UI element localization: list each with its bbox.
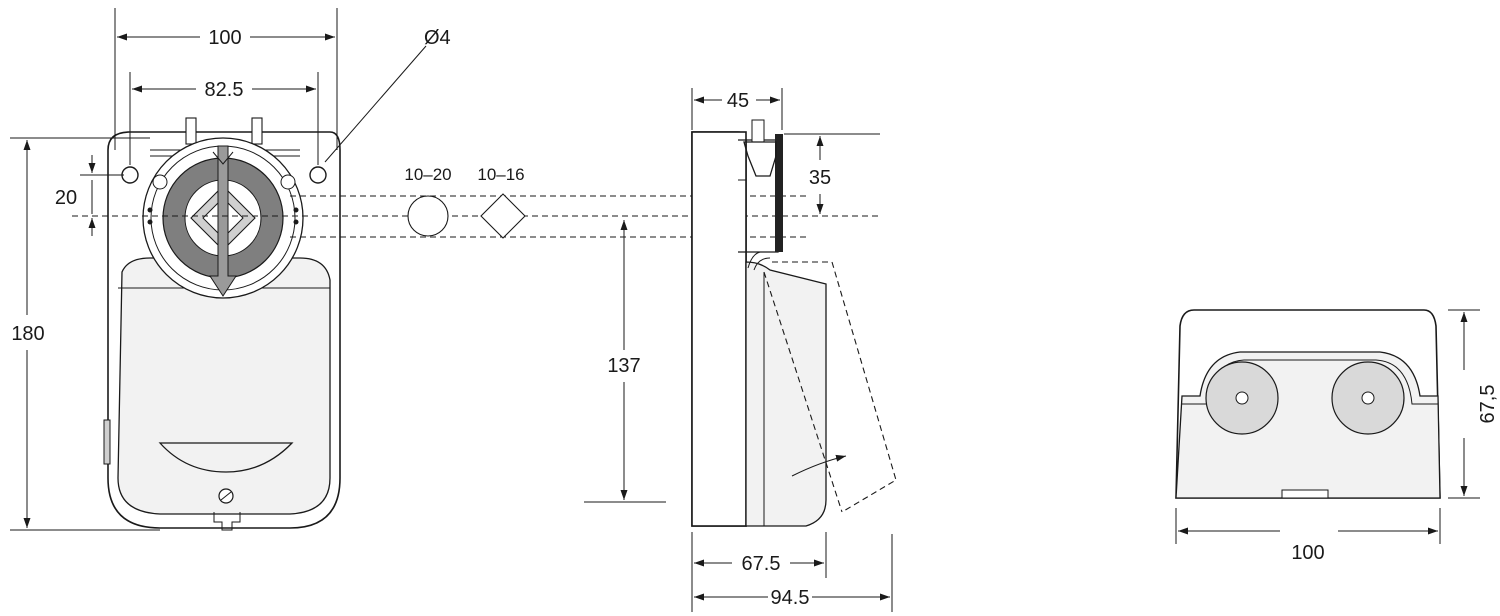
dim-side-94-5: 94.5 [771,587,810,609]
dim-hole-spacing: 82.5 [205,79,244,101]
round-shaft-icon [407,195,449,237]
dim-front-width: 100 [208,27,241,49]
square-shaft-icon [480,193,526,239]
dim-side-137: 137 [607,355,640,377]
front-handle-recess [158,442,294,473]
shaft-symbols: 10–20 10–16 [404,165,526,239]
dim-shaft-round: 10–20 [404,165,451,184]
dim-side-67-5: 67.5 [742,553,781,575]
dim-side-35: 35 [809,167,831,189]
dim-height-180: 180 [11,323,44,345]
dim-offset-20: 20 [55,187,77,209]
side-view [691,119,897,527]
front-view [103,117,341,531]
side-dimensions: 45 35 137 67.5 94.5 [584,88,893,612]
mounting-hole-right [309,166,327,184]
dim-end-width: 100 [1291,542,1324,564]
front-dimensions: 100 82.5 Ø4 180 20 [10,8,451,531]
end-view [1175,309,1441,499]
dim-side-45: 45 [727,90,749,112]
dim-shaft-square: 10–16 [477,165,524,184]
mounting-hole-left [121,166,139,184]
end-dimensions: 100 67,5 [1175,309,1499,564]
clamp-plate [775,134,783,252]
dim-hole-diameter: Ø4 [424,27,451,49]
side-cover [745,261,827,527]
dim-end-height: 67,5 [1477,385,1499,424]
